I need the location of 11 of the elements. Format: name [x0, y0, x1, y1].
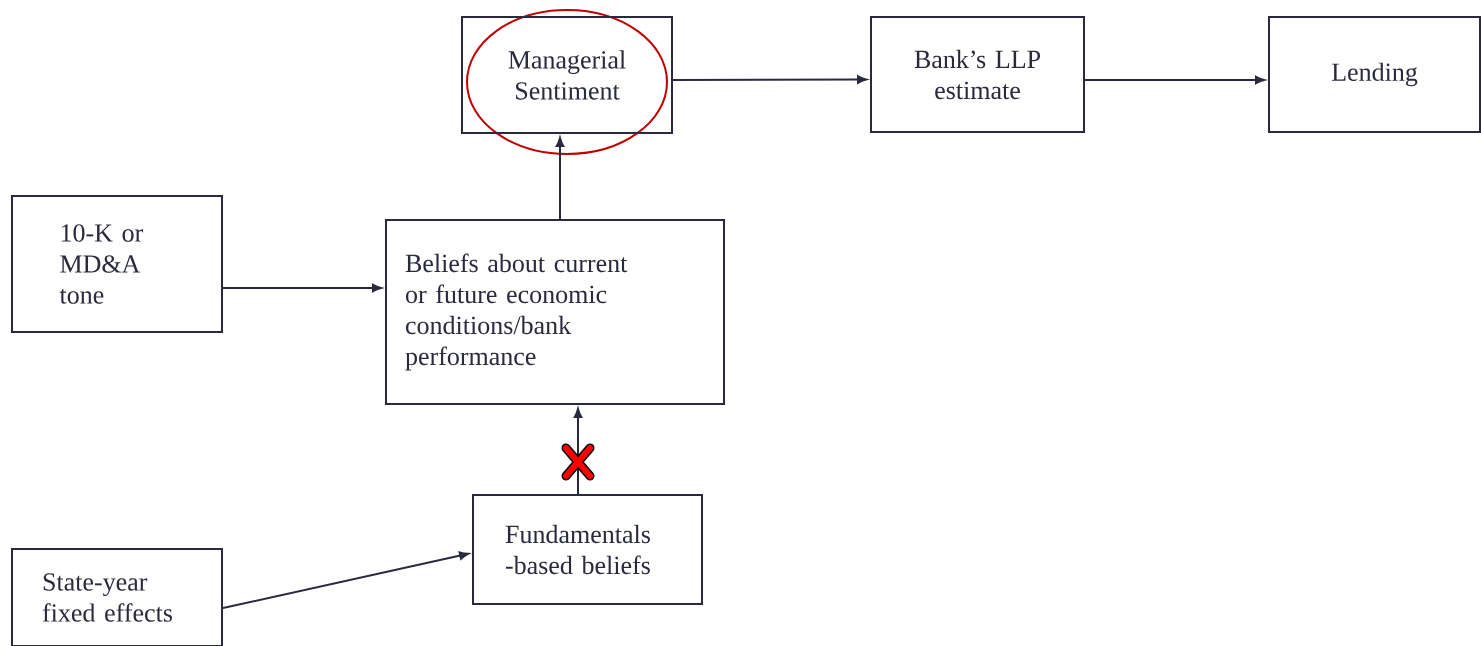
- arrow: [222, 283, 382, 293]
- process-box: Lending: [1268, 16, 1481, 133]
- process-box: 10-K or MD&A tone: [11, 195, 223, 333]
- process-box: Beliefs about current or future economic conditions/bank performance: [385, 219, 725, 405]
- arrow: [1084, 75, 1265, 85]
- process-box: Fundamentals -based beliefs: [472, 494, 703, 605]
- process-box: State-year fixed effects: [11, 548, 223, 646]
- process-box: Bank’s LLP estimate: [870, 16, 1085, 133]
- arrow: [222, 551, 470, 609]
- arrow: [555, 137, 565, 220]
- process-box: Managerial Sentiment: [461, 16, 673, 134]
